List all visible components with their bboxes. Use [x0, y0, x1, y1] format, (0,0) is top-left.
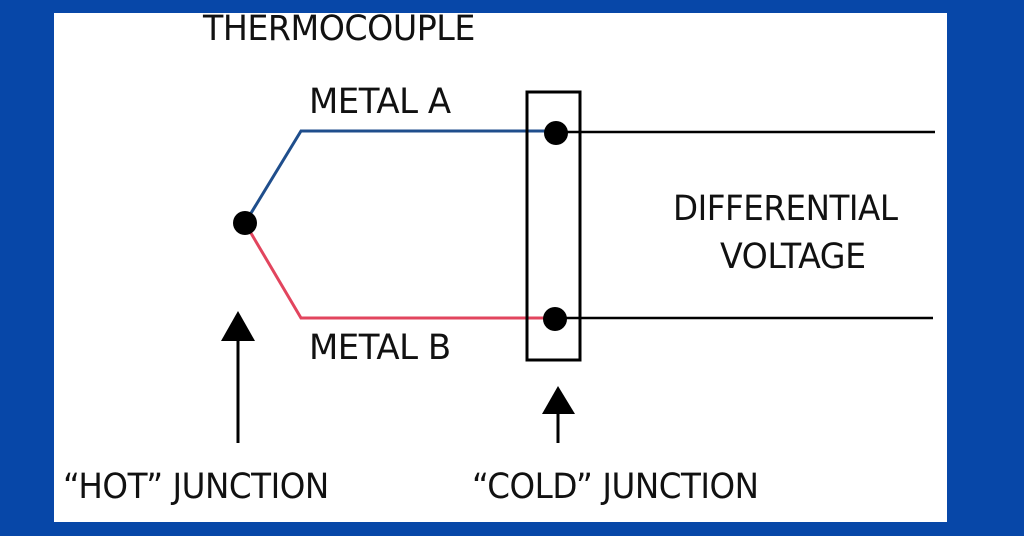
differential-voltage-label-line1: DIFFERENTIAL — [673, 189, 898, 229]
metal-a-label: METAL A — [309, 82, 451, 122]
diagram-title: THERMOCOUPLE — [203, 9, 475, 49]
cold-junction-dot-top — [544, 121, 568, 145]
metal-b-wire — [243, 222, 555, 320]
metal-a-wire — [243, 129, 556, 224]
cold-junction-label: “COLD” JUNCTION — [472, 467, 759, 507]
hot-junction-label: “HOT” JUNCTION — [63, 467, 329, 507]
differential-voltage-label-line2: VOLTAGE — [720, 237, 866, 277]
cold-junction-dot-bottom — [543, 307, 567, 331]
cold-junction-block — [525, 90, 582, 362]
hot-junction-dot — [233, 211, 257, 235]
metal-b-label: METAL B — [309, 328, 451, 368]
diagram-panel — [54, 13, 947, 522]
hot-junction-arrow — [221, 311, 255, 443]
cold-junction-arrow — [542, 386, 575, 443]
